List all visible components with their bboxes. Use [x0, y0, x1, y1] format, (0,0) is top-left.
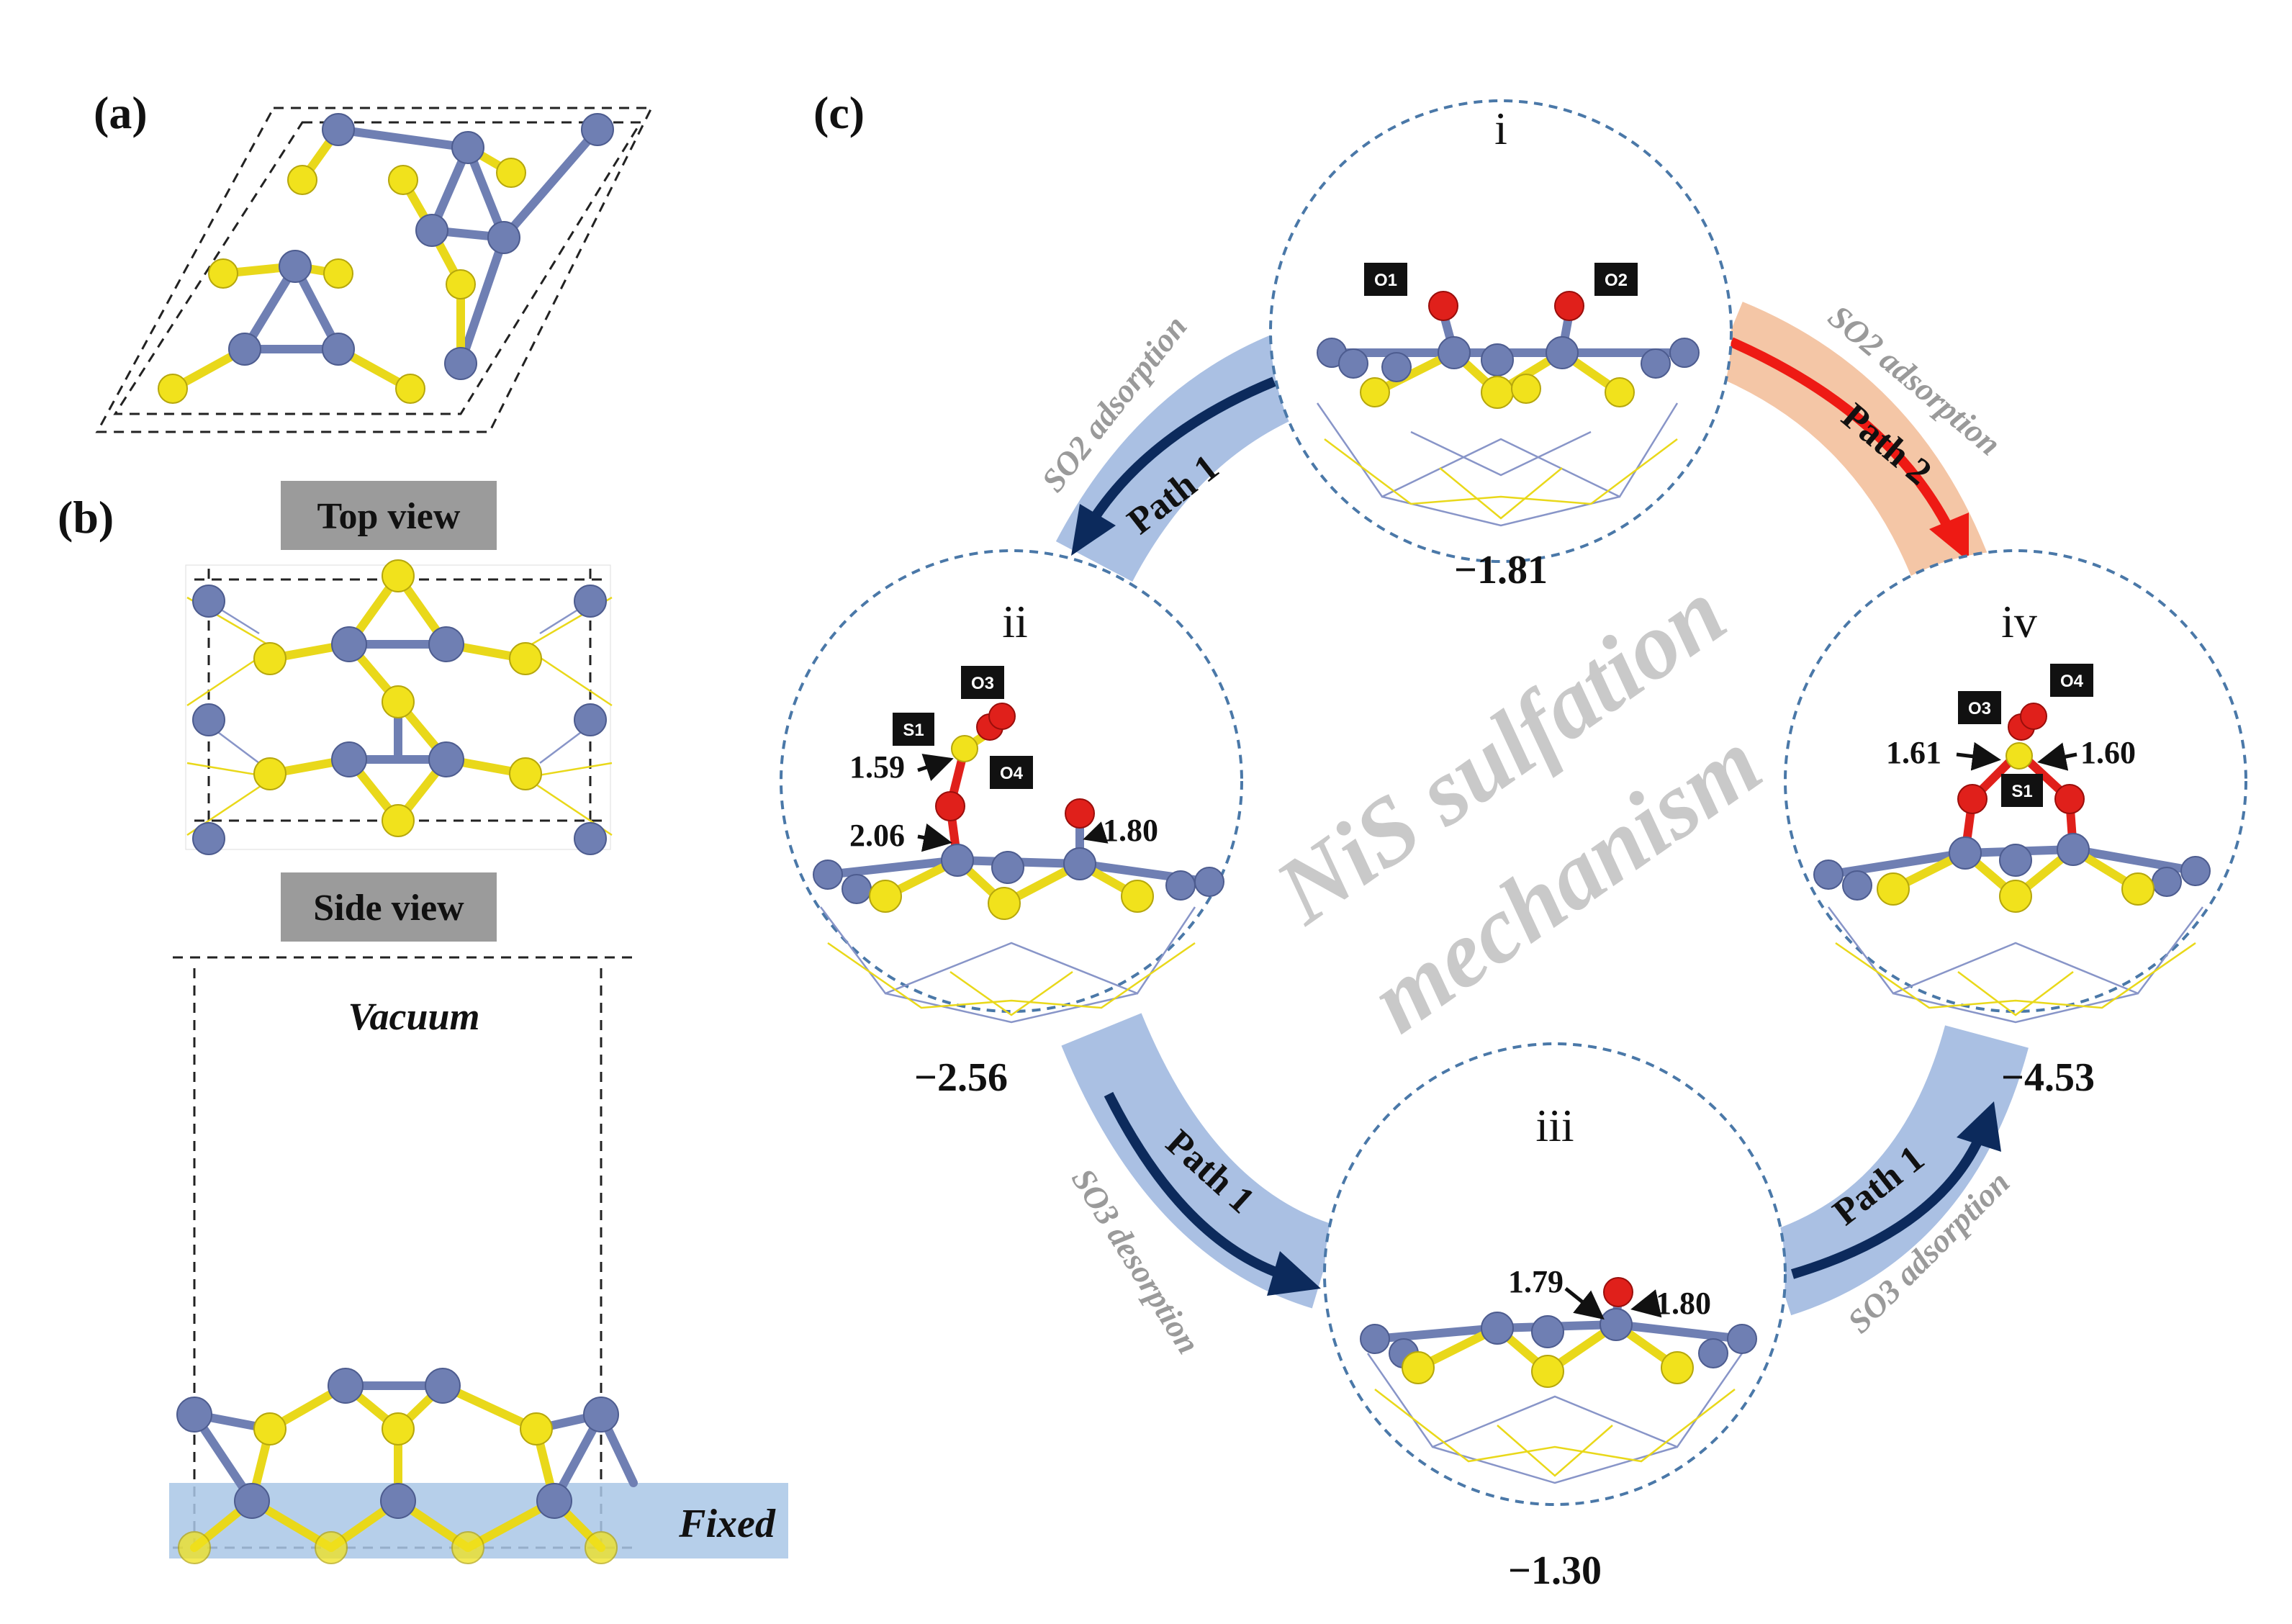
- panel-c-label: (c): [813, 87, 865, 138]
- top-view-structure: [185, 559, 613, 855]
- state-ii-distance-1: 1.59: [849, 749, 905, 785]
- arrow-head-ii-to-iii: [1267, 1251, 1321, 1296]
- band-iii-to-iv: [1764, 1024, 2029, 1316]
- panel-a-label: (a): [94, 87, 148, 138]
- tag-o3-iv: O3: [1958, 691, 2001, 724]
- side-view-box: Side view: [281, 872, 497, 942]
- tag-o1: O1: [1364, 263, 1407, 296]
- state-iv: iv: [1784, 549, 2247, 1100]
- arrow-head-i-to-iv: [1929, 513, 1969, 561]
- state-ii-distance-3: 1.80: [1103, 813, 1158, 848]
- state-ii: ii: [780, 549, 1243, 1100]
- arrow-ii-to-iii: [1104, 1091, 1283, 1279]
- state-iii-energy: −1.30: [1508, 1548, 1602, 1593]
- state-iii-distance-1: 1.79: [1508, 1264, 1564, 1299]
- state-ii-energy: −2.56: [914, 1055, 1008, 1100]
- state-ii-numeral: ii: [1002, 596, 1028, 647]
- fixed-label: Fixed: [678, 1502, 776, 1546]
- top-view-box: Top view: [281, 481, 497, 550]
- tag-o3-ii: O3: [961, 666, 1004, 699]
- svg-text:S1: S1: [2011, 782, 2032, 801]
- svg-text:O3: O3: [1968, 699, 1991, 718]
- nis-top-structure: [158, 113, 614, 404]
- svg-text:S1: S1: [903, 721, 924, 740]
- panel-a: (a): [94, 87, 654, 433]
- path-arrows: [1071, 337, 2001, 1296]
- panel-b-label: (b): [58, 492, 114, 543]
- svg-text:O4: O4: [2060, 672, 2084, 691]
- state-iii-numeral: iii: [1535, 1100, 1574, 1151]
- svg-text:O1: O1: [1374, 271, 1397, 290]
- panel-b: (b) Top view: [58, 481, 788, 1564]
- state-i: i: [1269, 99, 1733, 592]
- state-iv-energy: −4.53: [2001, 1055, 2095, 1100]
- state-iii-distance-2: 1.80: [1656, 1286, 1711, 1321]
- state-iv-distance-2: 1.60: [2080, 735, 2136, 770]
- vacuum-label: Vacuum: [348, 995, 479, 1038]
- tag-o4-ii: O4: [990, 756, 1033, 789]
- arrow-iii-to-iv: [1790, 1135, 1985, 1279]
- state-ii-distance-2: 2.06: [849, 818, 905, 853]
- unit-cell-frame: [95, 107, 654, 433]
- state-iv-distance-1: 1.61: [1886, 735, 1941, 770]
- state-i-energy: −1.81: [1454, 548, 1548, 592]
- tag-o4-iv: O4: [2050, 664, 2093, 697]
- arrow-i-to-ii: [1090, 376, 1276, 521]
- band-ii-to-iii: [1061, 1013, 1338, 1309]
- arrow-i-to-iv: [1729, 337, 1952, 528]
- arrow-head-iii-to-iv: [1957, 1101, 2001, 1152]
- state-iv-numeral: iv: [2001, 596, 2037, 647]
- side-view-label: Side view: [313, 888, 464, 929]
- top-view-label: Top view: [317, 496, 461, 537]
- tag-o2: O2: [1594, 263, 1638, 296]
- state-iii: iii 1.79 1.80 −1.30: [1323, 1042, 1787, 1593]
- side-view-structure: Vacuum Fixed: [169, 956, 788, 1564]
- tag-s1-ii: S1: [893, 713, 934, 746]
- svg-text:O3: O3: [971, 674, 994, 693]
- tag-s1-iv: S1: [2001, 774, 2043, 807]
- arrow-head-i-to-ii: [1071, 504, 1116, 556]
- svg-text:O2: O2: [1605, 271, 1628, 290]
- svg-text:O4: O4: [1000, 764, 1024, 783]
- panel-c: (c) Path 1 Path 2 Path 1 Path 1 SO2 adso…: [780, 87, 2247, 1593]
- state-i-numeral: i: [1494, 103, 1507, 154]
